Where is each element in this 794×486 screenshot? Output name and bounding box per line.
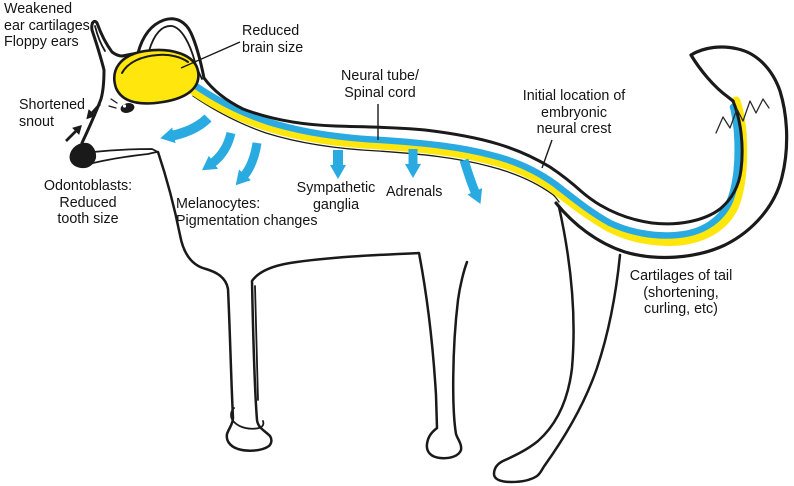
label-tail-cartilages: Cartilages of tail (shortening, curling,… <box>630 268 733 318</box>
label-line: Shortened <box>19 97 85 113</box>
head-back-outline <box>80 17 744 226</box>
tail-outer-outline <box>554 45 789 260</box>
left-ear-fold <box>94 25 106 52</box>
snout-arrow-upper <box>86 103 102 120</box>
label-line: Spinal cord <box>344 84 416 101</box>
label-line: Neural tube/ <box>341 68 419 84</box>
label-floppy-ears: Weakened ear cartilages: Floppy ears <box>4 1 94 51</box>
label-line: embryonic <box>541 104 607 121</box>
migration-arrows <box>160 114 483 205</box>
label-line: neural crest <box>536 121 612 137</box>
label-neural-crest: Initial location of embryonic neural cre… <box>523 88 626 138</box>
label-line: tooth size <box>57 211 119 227</box>
far-front-leg <box>254 285 259 401</box>
arrow-curved-1 <box>160 114 212 144</box>
far-front-paw <box>230 407 265 430</box>
neural-crest-stripe <box>186 80 748 246</box>
label-line: curling, etc) <box>644 301 718 317</box>
mouth-lower-line <box>80 151 159 167</box>
pointer-brain <box>180 41 241 69</box>
brain-shape <box>113 48 200 105</box>
label-line: snout <box>19 113 54 130</box>
label-line: Cartilages of tail <box>629 268 733 284</box>
label-line: Adrenals <box>386 184 443 200</box>
label-line: Sympathetic <box>296 180 376 196</box>
brain <box>113 48 200 105</box>
pointer-neural-crest <box>541 139 553 169</box>
label-line: Initial location of <box>522 88 626 104</box>
arrow-curved-2 <box>201 131 236 171</box>
chest-belly-legs-outline <box>156 150 469 460</box>
label-line: Floppy ears <box>4 34 79 50</box>
nose <box>69 142 97 169</box>
label-line: Odontoblasts: <box>43 178 133 194</box>
label-line: (shortening, <box>643 284 719 301</box>
label-odontoblasts: Odontoblasts: Reduced tooth size <box>44 178 132 228</box>
dog-outline <box>69 17 789 484</box>
snout-arrow-lower <box>65 125 82 142</box>
arrow-diagonal <box>459 158 483 205</box>
label-sympathetic-ganglia: Sympathetic ganglia <box>297 180 376 213</box>
label-line: Reduced <box>242 23 300 39</box>
label-brain-size: Reduced brain size <box>242 23 303 56</box>
brain-fold-line <box>121 53 189 74</box>
label-line: Pigmentation changes <box>176 212 318 229</box>
label-line: ear cartilages: <box>4 17 94 34</box>
label-line: ganglia <box>312 196 360 213</box>
pointer-lines <box>180 41 553 169</box>
label-adrenals: Adrenals <box>386 184 442 201</box>
label-line: Melanocytes: <box>176 196 261 212</box>
hind-leg-outline <box>492 205 622 484</box>
stripe-blue <box>189 80 741 239</box>
stripe-yellow <box>186 84 748 246</box>
stripe-underline <box>192 95 560 203</box>
label-line: brain size <box>242 39 304 56</box>
label-shortened-snout: Shortened snout <box>19 97 85 130</box>
label-line: Weakened <box>4 1 73 17</box>
mouth-upper-line <box>92 148 159 153</box>
label-melanocytes: Melanocytes: Pigmentation changes <box>176 196 317 229</box>
tail-zigzag <box>715 98 770 134</box>
label-line: Reduced <box>59 194 117 211</box>
eye <box>108 98 135 113</box>
arrow-curved-3 <box>235 142 262 186</box>
label-neural-tube: Neural tube/ Spinal cord <box>341 68 419 101</box>
snout-arrows <box>65 103 102 142</box>
